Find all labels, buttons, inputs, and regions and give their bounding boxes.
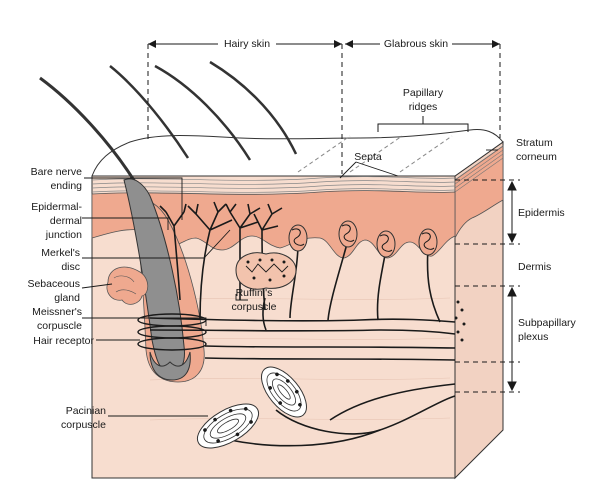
pacinian-corpuscle-1: [196, 403, 260, 449]
label-epidermal-line3: junction: [45, 229, 82, 241]
label-glabrous-skin: Glabrous skin: [384, 38, 448, 50]
hair-strand-main: [39, 76, 142, 191]
label-subpapillary-line2: plexus: [518, 331, 548, 343]
meissner-corpuscle-3: [376, 230, 396, 258]
nerve-trunk-3: [204, 345, 456, 349]
label-epidermal-line2: dermal: [50, 215, 82, 227]
hair-follicle: [123, 178, 207, 383]
hair-strand-2: [154, 64, 252, 161]
bracket-arrowheads: [148, 40, 500, 48]
inner-labels: Ruffini's corpuscle: [232, 287, 277, 313]
top-surface: [91, 129, 504, 177]
label-pacinian-line1: Pacinian: [66, 405, 106, 417]
papillary-ridges-bracket: [377, 116, 469, 132]
label-epidermis: Epidermis: [518, 207, 565, 219]
nerve-trunk-2: [149, 329, 456, 335]
label-hairy-skin: Hairy skin: [224, 38, 270, 50]
pacinian-corpuscles: [196, 366, 307, 449]
side-epidermis-band: [454, 145, 504, 239]
label-hair-receptor: Hair receptor: [33, 335, 94, 347]
top-labels: Hairy skin Glabrous skin Papillary ridge…: [218, 36, 452, 163]
nerve-trunk-1: [149, 317, 456, 323]
hairs: [39, 60, 298, 191]
meissner-corpuscle-2: [338, 220, 358, 248]
label-stratum-line2: corneum: [516, 151, 557, 163]
label-septa: Septa: [354, 151, 382, 163]
label-ruffini-line2: corpuscle: [232, 301, 277, 313]
bare-nerve-ending: [187, 201, 233, 321]
pacinian-corpuscle-2: [261, 366, 307, 418]
ruffini-corpuscle: [235, 252, 297, 290]
layer-range-arrows: [507, 180, 517, 392]
nerve-fibers: [149, 201, 456, 447]
right-labels: Stratum corneum Epidermis Dermis Subpapi…: [516, 137, 577, 343]
label-ruffini-line1: Ruffini's: [236, 287, 273, 299]
meissner-corpuscles: [288, 220, 438, 258]
epidermis-layer: [91, 190, 456, 259]
label-epidermal-line1: Epidermal-: [31, 201, 82, 213]
side-corneum-lines: [454, 145, 504, 193]
hair-strand-1: [109, 65, 190, 159]
label-meissner-line1: Meissner's: [32, 306, 82, 318]
label-sebaceous-line2: gland: [54, 292, 80, 304]
label-merkel-line2: disc: [61, 261, 80, 273]
sebaceous-gland: [106, 266, 149, 305]
label-meissner-line2: corpuscle: [37, 320, 82, 332]
left-labels: Bare nerve ending Epidermal- dermal junc…: [27, 166, 106, 431]
label-merkel-line1: Merkel's: [41, 247, 80, 259]
meissner-corpuscle-4: [418, 228, 438, 256]
label-stratum-line1: Stratum: [516, 137, 553, 149]
dimension-lines: [147, 43, 520, 393]
hair-bulb: [149, 351, 191, 381]
label-papillary-line2: ridges: [409, 101, 438, 113]
hair-strand-3: [209, 60, 298, 155]
corneum-layers: [91, 176, 456, 193]
label-bare-nerve-line1: Bare nerve: [31, 166, 83, 178]
label-papillary-line1: Papillary: [403, 87, 444, 99]
leader-lines: [81, 149, 498, 417]
label-bare-nerve-line2: ending: [50, 180, 82, 192]
label-sebaceous-line1: Sebaceous: [27, 278, 80, 290]
label-pacinian-line2: corpuscle: [61, 419, 106, 431]
subpapillary-plexus-dots: [454, 300, 466, 342]
label-dermis: Dermis: [518, 261, 551, 273]
hair-receptor-coils: [137, 313, 207, 351]
nerve-trunk-4: [204, 357, 456, 361]
label-subpapillary-line1: Subpapillary: [518, 317, 577, 329]
meissner-corpuscle-1: [288, 224, 308, 252]
